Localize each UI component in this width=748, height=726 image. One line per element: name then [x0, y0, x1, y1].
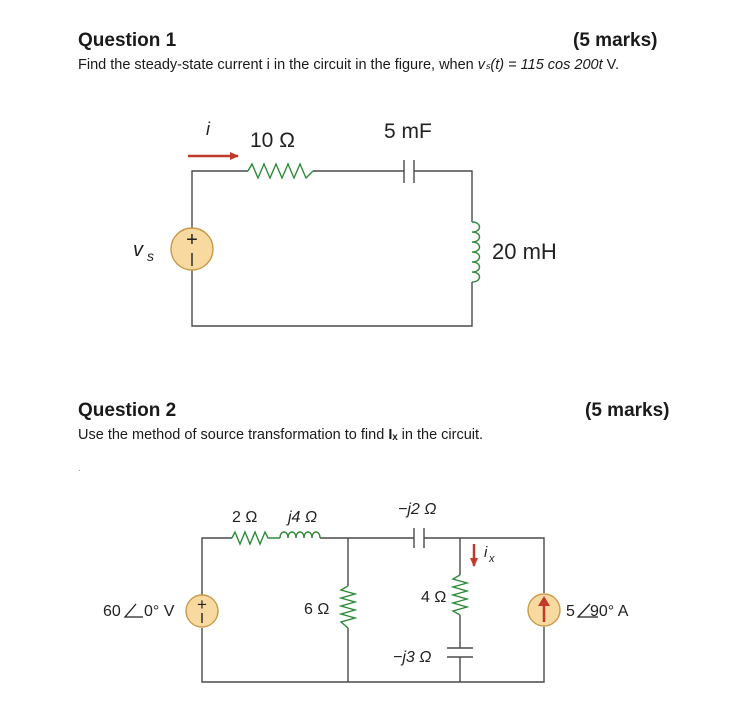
question-1-title: Question 1 [78, 30, 177, 51]
question-1-marks: (5 marks) [573, 30, 658, 51]
question-2-marks: (5 marks) [585, 400, 670, 421]
c1-resistor-10ohm [247, 162, 314, 180]
c2-capacitor-j3 [447, 647, 473, 658]
question-1-formula: vₛ(t) = 115 cos 200t [477, 57, 603, 73]
circuit-1 [191, 170, 473, 327]
c1-resistor-label: 10 Ω [250, 129, 295, 152]
c2-resistor-4ohm [450, 574, 470, 616]
c1-current-label: i [206, 119, 211, 139]
c1-wire-right-top [414, 170, 473, 222]
stray-dot: . [78, 463, 81, 474]
c2-current-label: i [484, 544, 488, 561]
c1-source-label: v [133, 239, 144, 261]
question-2-text-post: in the circuit. [397, 427, 484, 443]
c2-current-source-arrow-icon [538, 596, 550, 606]
question-1-text: Find the steady-state current i in the c… [78, 57, 619, 73]
c2-resistor-6ohm [338, 585, 358, 629]
c2-wire-c-to-right [424, 537, 545, 593]
c2-wire-bottom [201, 627, 545, 683]
question-2-text: Use the method of source transformation … [78, 427, 483, 443]
c2-resistor-2ohm [231, 530, 280, 546]
c2-c1-label: −j2 Ω [398, 501, 436, 518]
c2-r3-label: 4 Ω [421, 589, 446, 606]
c2-r1-label: 2 Ω [232, 509, 257, 526]
c1-wire-right-bottom [191, 270, 473, 327]
c2-current-sub: x [488, 553, 495, 565]
c2-source-plus-icon: + [197, 595, 207, 614]
c1-inductor-label: 20 mH [492, 239, 557, 264]
c1-capacitor-5mf [403, 160, 415, 183]
question-1-text-post: V. [602, 57, 620, 73]
c1-voltage-source: + [170, 227, 214, 271]
c2-vsource-ang: 0° V [144, 603, 175, 620]
c2-vsource-mag: 60 [103, 603, 121, 620]
c2-voltage-source: + [185, 594, 219, 628]
c2-c2-label: −j3 Ω [393, 649, 431, 666]
c2-inductor-j4 [279, 531, 321, 539]
c1-wire-left-top [191, 170, 248, 228]
c2-r2-label: 6 Ω [304, 601, 329, 618]
c1-inductor-20mh [471, 221, 481, 283]
question-1-text-pre: Find the steady-state current i in the c… [78, 57, 478, 73]
c2-isource-mag: 5 [566, 603, 575, 620]
c1-source-plus-icon: + [186, 229, 198, 251]
c2-isource-ang: 90° A [590, 603, 629, 620]
c2-vsource-angle-icon [123, 603, 143, 618]
c2-capacitor-j2 [413, 528, 425, 548]
question-2-text-pre: Use the method of source transformation … [78, 427, 389, 443]
c2-wire-left [201, 537, 232, 595]
question-2-title: Question 2 [78, 400, 177, 421]
c2-current-source [527, 593, 561, 627]
c1-capacitor-label: 5 mF [384, 120, 432, 143]
circuit-2 [201, 537, 545, 683]
c2-l1-label: j4 Ω [286, 509, 317, 526]
question-2-var: Iₓ [388, 427, 398, 443]
c1-source-sub: s [147, 248, 154, 264]
c2-isource-angle-icon [576, 603, 598, 618]
